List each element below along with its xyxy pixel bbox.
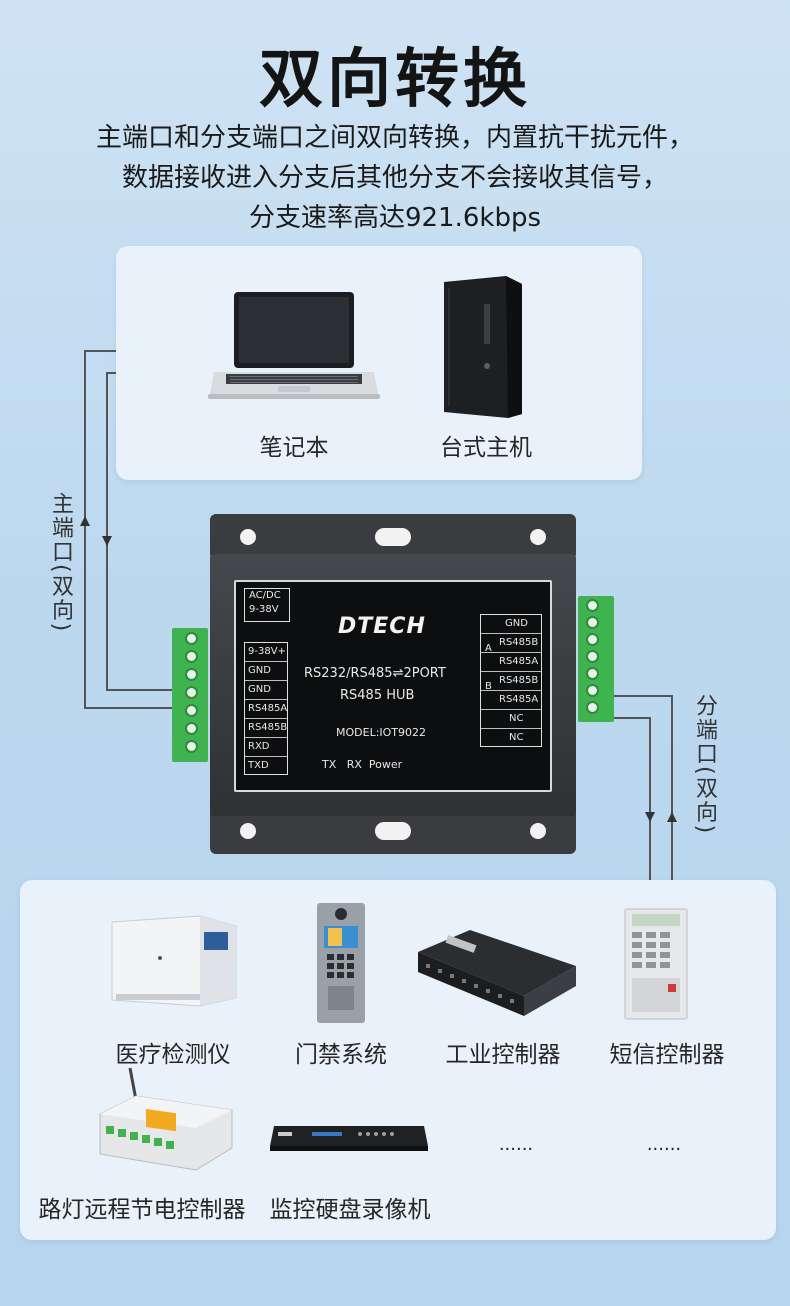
right-pin-3: RS485A (481, 653, 541, 672)
left-pin-4: RS485A (245, 700, 287, 719)
main-port-line-inner-vertical (106, 372, 108, 690)
desktop-label: 台式主机 (440, 435, 532, 461)
model-line-2: RS485 HUB (340, 688, 415, 703)
left-pin-table: 9-38V+ GND GND RS485A RS485B RXD TXD (244, 642, 288, 775)
desktop-tower-icon (434, 274, 526, 420)
branch-port-label: 分端口(双向) (692, 694, 717, 836)
led-labels: TX RX Power (322, 758, 403, 771)
streetlight-controller-label: 路灯远程节电控制器 (38, 1197, 246, 1223)
group-a-label: A (485, 643, 492, 654)
right-pin-6: NC (481, 710, 541, 729)
description-line-1: 主端口和分支端口之间双向转换，内置抗干扰元件， (95, 123, 694, 153)
power-label-2: 9-38V (249, 604, 279, 615)
model-line-1: RS232/RS485⇌2PORT (304, 666, 446, 681)
door-access-panel-icon (316, 902, 366, 1024)
description-line-2: 数据接收进入分支后其他分支不会接收其信号， (121, 163, 668, 193)
right-pin-table: GND RS485B RS485A RS485B RS485A NC NC (480, 614, 542, 747)
rs485-hub-device: AC/DC 9-38V DTECH RS232/RS485⇌2PORT RS48… (210, 514, 576, 854)
right-pin-1: GND (481, 615, 541, 634)
main-port-arrow-down (102, 536, 112, 546)
branch-port-line-outer-top (614, 695, 672, 697)
main-port-line-outer-vertical (84, 350, 86, 708)
main-port-label: 主端口(双向) (48, 492, 73, 634)
right-pin-2: RS485B (481, 634, 541, 653)
left-pin-2: GND (245, 662, 287, 681)
sms-controller-label: 短信控制器 (609, 1042, 725, 1068)
left-pin-7: TXD (248, 760, 269, 771)
right-terminal-block (578, 596, 614, 722)
dvr-recorder-label: 监控硬盘录像机 (269, 1197, 431, 1223)
main-port-line-outer-bottom (84, 707, 174, 709)
branch-devices-panel: 医疗检测仪 门禁系统 工业控制器 (20, 880, 776, 1240)
sms-controller-icon (624, 908, 688, 1020)
medical-analyzer-icon (108, 912, 240, 1008)
model-number: MODEL:IOT9022 (336, 726, 427, 739)
laptop-label: 笔记本 (259, 435, 329, 461)
dvr-recorder-icon (268, 1120, 428, 1154)
more-devices-1: ...... (498, 1134, 534, 1155)
right-pin-5: RS485A (481, 691, 541, 710)
main-port-line-outer-top (84, 350, 116, 352)
description-line-3: 分支速率高达921.6kbps (248, 203, 542, 233)
branch-port-line-inner-vertical (649, 717, 651, 880)
streetlight-controller-icon (96, 1066, 236, 1172)
device-body: AC/DC 9-38V DTECH RS232/RS485⇌2PORT RS48… (210, 554, 576, 816)
left-pin-5: RS485B (245, 719, 287, 738)
group-b-label: B (485, 681, 492, 692)
device-front-label: AC/DC 9-38V DTECH RS232/RS485⇌2PORT RS48… (234, 580, 552, 792)
medical-analyzer-label: 医疗检测仪 (115, 1042, 231, 1068)
top-mounting-flange (210, 514, 576, 560)
industrial-controller-label: 工业控制器 (445, 1042, 561, 1068)
more-devices-2: ...... (646, 1134, 682, 1155)
main-port-line-inner-bottom (106, 689, 174, 691)
left-pin-6: RXD (245, 738, 287, 757)
page-title: 双向转换 (259, 43, 531, 117)
main-port-line-inner-top (106, 372, 116, 374)
right-pin-7: NC (509, 732, 524, 743)
right-pin-4: RS485B (481, 672, 541, 691)
branch-port-line-inner-top (614, 717, 650, 719)
left-terminal-block (172, 628, 208, 762)
brand-logo: DTECH (338, 614, 426, 639)
branch-port-line-outer-vertical (671, 695, 673, 880)
left-pin-3: GND (245, 681, 287, 700)
branch-port-arrow-up (667, 812, 677, 822)
left-pin-1: 9-38V+ (245, 643, 287, 662)
industrial-controller-icon (416, 924, 578, 1020)
power-label-1: AC/DC (249, 590, 281, 601)
door-access-label: 门禁系统 (295, 1042, 387, 1068)
branch-port-arrow-down (645, 812, 655, 822)
laptop-icon (208, 288, 380, 408)
main-port-arrow-up (80, 516, 90, 526)
host-devices-panel: 笔记本 台式主机 (116, 246, 642, 480)
